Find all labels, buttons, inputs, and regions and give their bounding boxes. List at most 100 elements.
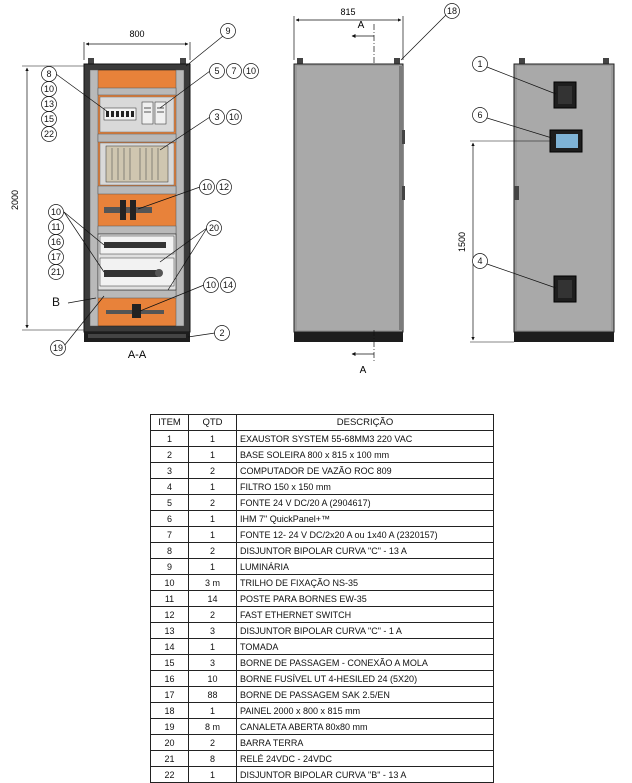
cell-descricao: LUMINÁRIA: [236, 558, 494, 575]
callout-17: 17: [51, 252, 61, 262]
cell-qtd: 2: [188, 542, 237, 559]
door-view: 1500: [457, 58, 615, 343]
cell-item: 4: [150, 478, 189, 495]
cell-descricao: BORNE DE PASSAGEM SAK 2.5/EN: [236, 686, 494, 703]
cell-descricao: BORNE FUSÍVEL UT 4-HESILED 24 (5X20): [236, 670, 494, 687]
cell-qtd: 1: [188, 766, 237, 783]
cell-item: 16: [150, 670, 189, 687]
cell-item: 6: [150, 510, 189, 527]
cell-item: 5: [150, 494, 189, 511]
cell-descricao: COMPUTADOR DE VAZÃO ROC 809: [236, 462, 494, 479]
cell-item: 10: [150, 574, 189, 591]
cell-descricao: PAINEL 2000 x 800 x 815 mm: [236, 702, 494, 719]
cell-qtd: 3: [188, 654, 237, 671]
callout-3: 3: [214, 112, 219, 122]
cell-item: 8: [150, 542, 189, 559]
cell-qtd: 2: [188, 606, 237, 623]
cell-qtd: 1: [188, 638, 237, 655]
cell-item: 13: [150, 622, 189, 639]
front-height-dimension: 2000: [10, 190, 20, 210]
cell-qtd: 1: [188, 558, 237, 575]
column-header-item: ITEM: [150, 414, 189, 431]
cell-item: 18: [150, 702, 189, 719]
callout-7: 7: [231, 66, 236, 76]
cell-item: 21: [150, 750, 189, 767]
callout-12: 12: [219, 182, 229, 192]
cell-descricao: BORNE DE PASSAGEM - CONEXÃO A MOLA: [236, 654, 494, 671]
cell-descricao: BASE SOLEIRA 800 x 815 x 100 mm: [236, 446, 494, 463]
callout-11: 11: [51, 222, 60, 232]
cell-descricao: TOMADA: [236, 638, 494, 655]
cell-item: 11: [150, 590, 189, 607]
callout-10: 10: [229, 112, 239, 122]
callout-13: 13: [44, 99, 54, 109]
cell-descricao: DISJUNTOR BIPOLAR CURVA "C" - 13 A: [236, 542, 494, 559]
cell-qtd: 8 m: [188, 718, 237, 735]
front-section-view: 800 2000: [10, 29, 191, 361]
cell-item: 12: [150, 606, 189, 623]
cell-descricao: DISJUNTOR BIPOLAR CURVA "C" - 1 A: [236, 622, 494, 639]
cell-qtd: 2: [188, 494, 237, 511]
callout-20: 20: [209, 223, 219, 233]
cell-item: 20: [150, 734, 189, 751]
detail-label-b: B: [52, 295, 60, 309]
panel-drawing: 800 2000: [10, 3, 615, 376]
cell-descricao: POSTE PARA BORNES EW-35: [236, 590, 494, 607]
cell-qtd: 1: [188, 526, 237, 543]
callout-19: 19: [53, 343, 63, 353]
cell-item: 22: [150, 766, 189, 783]
column-header-qtd: QTD: [188, 414, 237, 431]
section-a-top-label: A: [358, 20, 365, 31]
callout-21: 21: [51, 267, 61, 277]
cell-qtd: 3 m: [188, 574, 237, 591]
callout-1: 1: [477, 59, 482, 69]
callout-10: 10: [246, 66, 256, 76]
cell-qtd: 3: [188, 622, 237, 639]
callout-22: 22: [44, 129, 54, 139]
callout-16: 16: [51, 237, 61, 247]
section-view-label: A-A: [128, 349, 147, 361]
callout-10: 10: [51, 207, 61, 217]
callout-10: 10: [206, 280, 216, 290]
cell-item: 19: [150, 718, 189, 735]
side-depth-dimension: 815: [340, 7, 355, 17]
cell-qtd: 1: [188, 702, 237, 719]
cell-item: 9: [150, 558, 189, 575]
front-callouts: [41, 23, 259, 356]
cell-qtd: 88: [188, 686, 237, 703]
cell-descricao: RELÉ 24VDC - 24VDC: [236, 750, 494, 767]
cell-qtd: 14: [188, 590, 237, 607]
callout-18: 18: [447, 6, 457, 16]
callout-10: 10: [202, 182, 212, 192]
callout-4: 4: [477, 256, 482, 266]
cell-descricao: FONTE 12- 24 V DC/2x20 A ou 1x40 A (2320…: [236, 526, 494, 543]
cell-descricao: FONTE 24 V DC/20 A (2904617): [236, 494, 494, 511]
cell-qtd: 2: [188, 462, 237, 479]
section-a-bottom-label: A: [360, 365, 367, 376]
callout-10: 10: [44, 84, 54, 94]
callout-5: 5: [214, 66, 219, 76]
cell-descricao: DISJUNTOR BIPOLAR CURVA "B" - 13 A: [236, 766, 494, 783]
cell-qtd: 1: [188, 510, 237, 527]
bom-header-row: ITEM QTD DESCRIÇÃO: [150, 414, 494, 431]
